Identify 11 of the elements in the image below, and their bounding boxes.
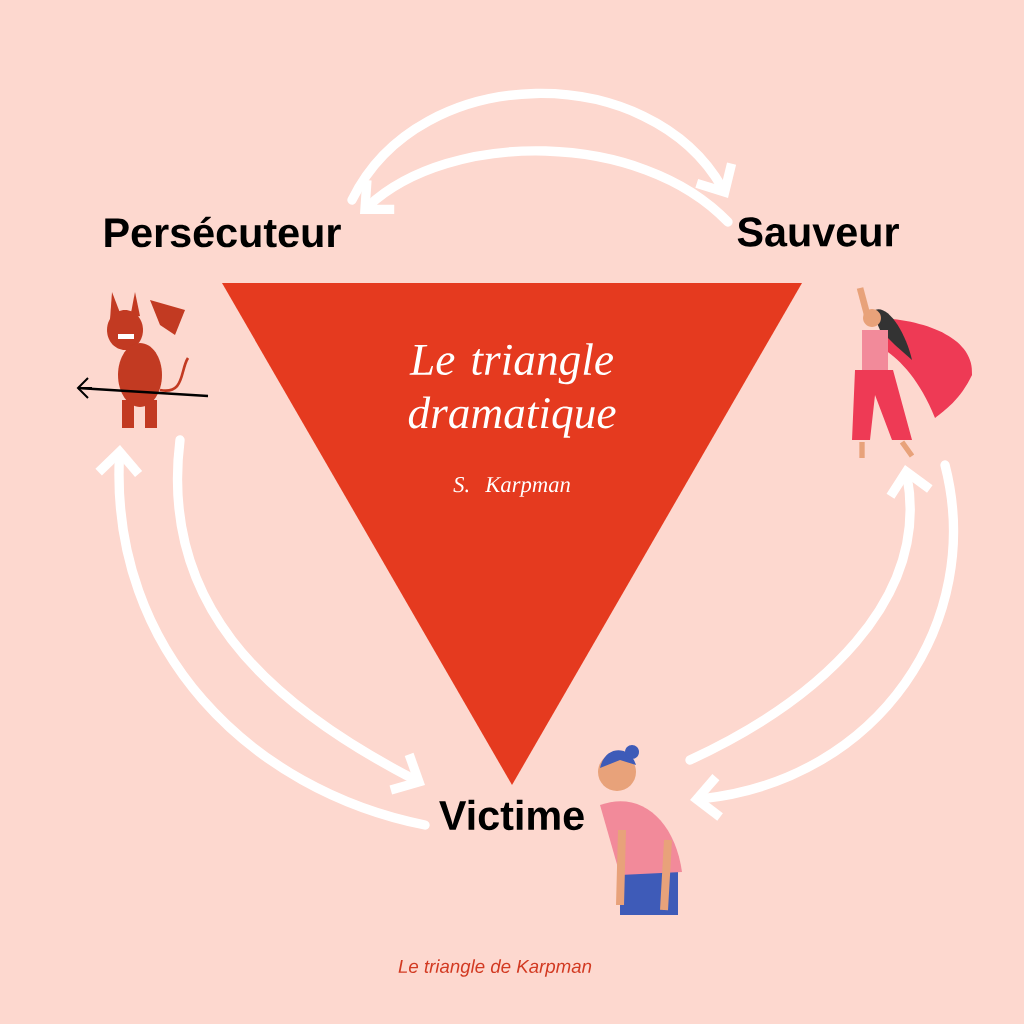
curved-arrow (172, 435, 425, 795)
curved-arrow (690, 460, 958, 821)
caption: Le triangle de Karpman (398, 959, 592, 977)
triangle: Le triangle dramatique S. Karpman (222, 283, 802, 785)
role-label: Persécuteur (105, 216, 341, 248)
curved-arrow (347, 88, 737, 205)
curved-arrow (360, 146, 733, 227)
curved-arrow (95, 445, 430, 830)
curved-arrow (685, 465, 933, 765)
role-label: Victime (439, 799, 584, 831)
role-label: Sauveur (737, 217, 899, 247)
